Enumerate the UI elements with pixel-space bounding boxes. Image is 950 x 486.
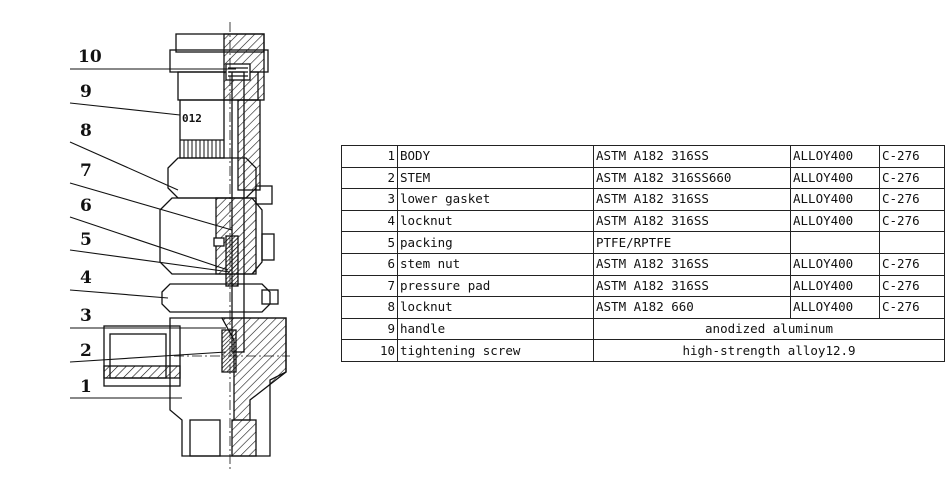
part-number: 8	[341, 296, 398, 319]
part-alt-material: C-276	[879, 188, 945, 211]
part-number: 7	[341, 274, 398, 298]
part-alt-material: C-276	[879, 252, 945, 276]
table-row: 10 tightening screw high-strength alloy1…	[341, 339, 945, 362]
part-alt-material	[879, 231, 945, 254]
part-material: ASTM A182 316SS	[593, 209, 791, 233]
table-row: 6 stem nut ASTM A182 316SS ALLOY400 C-27…	[341, 252, 945, 276]
part-material: ASTM A182 316SS	[593, 188, 791, 211]
part-name: stem nut	[397, 252, 594, 276]
part-number: 1	[341, 145, 398, 168]
part-name: pressure pad	[397, 274, 594, 298]
part-alloy: ALLOY400	[790, 188, 880, 211]
part-alloy: ALLOY400	[790, 166, 880, 190]
table-row: 3 lower gasket ASTM A182 316SS ALLOY400 …	[341, 188, 945, 211]
table-row: 8 locknut ASTM A182 660 ALLOY400 C-276	[341, 296, 945, 319]
callout-5: 5	[80, 230, 92, 250]
part-alloy: ALLOY400	[790, 209, 880, 233]
callout-2: 2	[80, 341, 92, 361]
part-number: 4	[341, 209, 398, 233]
part-material: PTFE/RPTFE	[593, 231, 791, 254]
table-row: 2 STEM ASTM A182 316SS660 ALLOY400 C-276	[341, 166, 945, 190]
part-alloy: ALLOY400	[790, 274, 880, 298]
callout-4: 4	[80, 268, 92, 288]
part-alt-material: C-276	[879, 166, 945, 190]
part-name: lower gasket	[397, 188, 594, 211]
part-material: ASTM A182 316SS660	[593, 166, 791, 190]
part-name: BODY	[397, 145, 594, 168]
part-number: 9	[341, 317, 398, 341]
part-name: locknut	[397, 296, 594, 319]
part-alloy	[790, 231, 880, 254]
callout-7: 7	[80, 161, 92, 181]
part-alt-material: C-276	[879, 296, 945, 319]
parts-material-table: 1 BODY ASTM A182 316SS ALLOY400 C-276 2 …	[341, 145, 945, 362]
part-alt-material: C-276	[879, 274, 945, 298]
table-row: 4 locknut ASTM A182 316SS ALLOY400 C-276	[341, 209, 945, 233]
table-row: 5 packing PTFE/RPTFE	[341, 231, 945, 254]
part-name: locknut	[397, 209, 594, 233]
table-row: 9 handle anodized aluminum	[341, 317, 945, 341]
part-name: packing	[397, 231, 594, 254]
part-material: ASTM A182 316SS	[593, 274, 791, 298]
part-material: high-strength alloy12.9	[593, 339, 945, 362]
callout-1: 1	[80, 377, 92, 397]
part-material: anodized aluminum	[593, 317, 945, 341]
part-alt-material: C-276	[879, 209, 945, 233]
valve-cross-section-drawing: 10 9 8 7 6 5 4 3 2 1 012	[69, 22, 290, 470]
part-number: 2	[341, 166, 398, 190]
callout-labels: 10 9 8 7 6 5 4 3 2 1 012	[78, 47, 202, 397]
callout-3: 3	[80, 306, 92, 326]
callout-9: 9	[80, 82, 92, 102]
part-number: 10	[341, 339, 398, 362]
part-number: 6	[341, 252, 398, 276]
part-alloy: ALLOY400	[790, 296, 880, 319]
part-name: STEM	[397, 166, 594, 190]
part-number: 3	[341, 188, 398, 211]
part-alt-material: C-276	[879, 145, 945, 168]
table-row: 1 BODY ASTM A182 316SS ALLOY400 C-276	[341, 145, 945, 168]
leader-lines	[69, 68, 236, 399]
part-material: ASTM A182 316SS	[593, 145, 791, 168]
table-row: 7 pressure pad ASTM A182 316SS ALLOY400 …	[341, 274, 945, 298]
part-alloy: ALLOY400	[790, 145, 880, 168]
part-material: ASTM A182 660	[593, 296, 791, 319]
part-alloy: ALLOY400	[790, 252, 880, 276]
part-name: tightening screw	[397, 339, 594, 362]
callout-6: 6	[80, 196, 92, 216]
callout-10: 10	[78, 47, 102, 67]
handle-scale-digits: 012	[182, 112, 202, 125]
valve-outline	[103, 22, 290, 470]
part-name: handle	[397, 317, 594, 341]
part-number: 5	[341, 231, 398, 254]
part-material: ASTM A182 316SS	[593, 252, 791, 276]
callout-8: 8	[80, 121, 92, 141]
